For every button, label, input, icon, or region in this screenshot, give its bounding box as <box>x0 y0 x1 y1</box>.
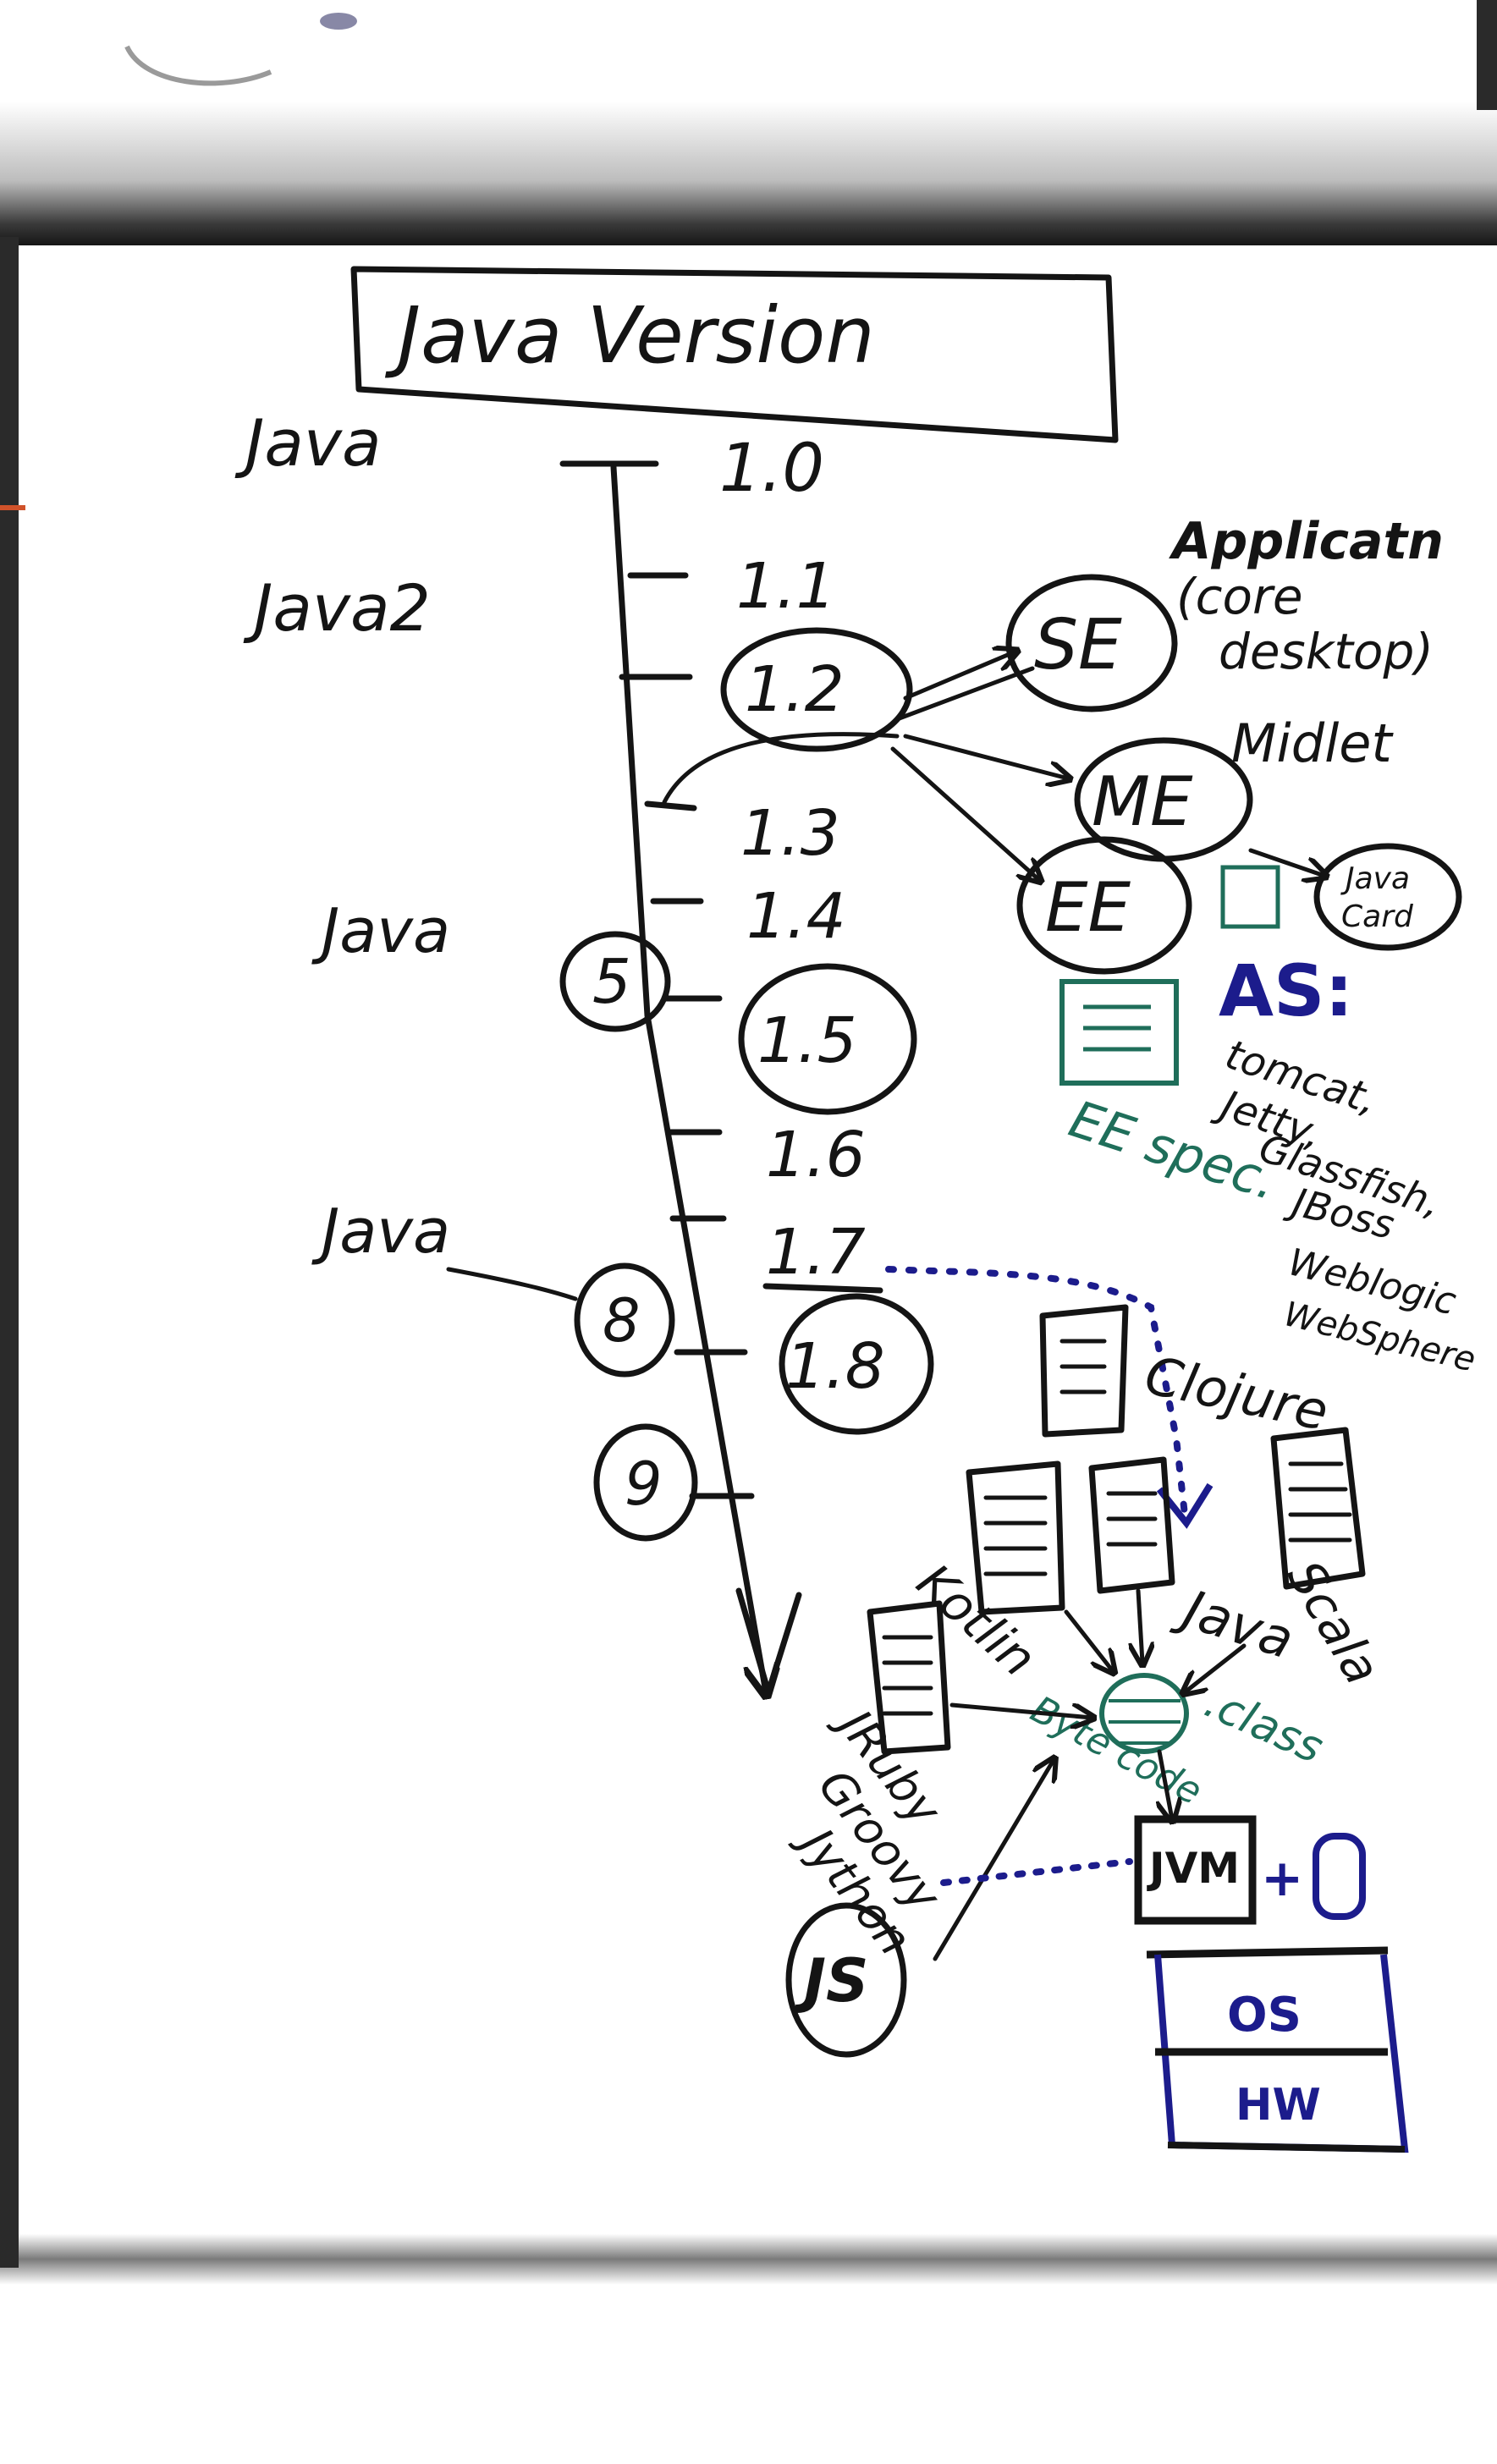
doc-icon-scala <box>1270 1427 1366 1590</box>
era-java8: Java <box>311 1196 450 1267</box>
stack-hw: HW <box>1236 2080 1321 2131</box>
note-as: AS: <box>1219 949 1353 1032</box>
version-timeline <box>559 460 900 1692</box>
svg-text:ME: ME <box>1092 762 1193 841</box>
version-1-1: 1.1 <box>736 550 836 623</box>
arrow-to-java-card <box>1248 848 1324 876</box>
doc-icon-jruby <box>867 1600 951 1755</box>
ee-spec-doc-lines <box>1083 1004 1151 1052</box>
diagram-title: Java Version <box>384 290 875 381</box>
arrow-to-se-2 <box>894 666 1035 722</box>
java-card-circle <box>1313 843 1462 951</box>
version-1-3: 1.3 <box>740 797 840 870</box>
dotted-line-to-jvm <box>940 1858 1133 1886</box>
edition-se: SE <box>1005 574 1178 712</box>
doc-icon-java <box>1088 1456 1175 1594</box>
tick-1-3 <box>644 800 697 811</box>
version-1-2: 1.2 <box>745 653 845 726</box>
arrow-to-se <box>903 652 1015 701</box>
stack-jvm: JVM <box>1147 1844 1240 1893</box>
circle-8 <box>574 1262 675 1378</box>
plus-sign: + <box>1261 1849 1303 1908</box>
note-midlet: Midlet <box>1231 712 1394 774</box>
era-java5: Java <box>311 895 450 966</box>
note-core-desktop-1: (core <box>1176 568 1303 625</box>
svg-text:EE: EE <box>1045 868 1131 947</box>
doc-icon-clojure <box>1039 1304 1129 1438</box>
circle-9 <box>593 1423 698 1542</box>
version-1-5: 1.5 <box>757 1004 857 1077</box>
arrow-kotlin-to-bytecode <box>1064 1609 1113 1671</box>
circle-5 <box>559 931 671 1032</box>
bytecode-hatch <box>1109 1699 1181 1745</box>
title-box: Java Version <box>350 266 1119 443</box>
left-edge-shadow <box>0 237 19 2268</box>
bleed-through-mark <box>320 13 357 30</box>
bottom-edge-shadow <box>0 2234 1497 2285</box>
arrow-to-me <box>903 734 1068 778</box>
version-1-2-circle <box>720 627 913 752</box>
arrow-bytecode-to-jvm <box>1159 1749 1172 1819</box>
edition-ee: EE <box>1016 836 1192 975</box>
stack-divider-3 <box>1167 2142 1406 2153</box>
note-java-card-1: Java <box>1340 861 1410 896</box>
doc-icon-kotlin <box>966 1460 1065 1615</box>
jvm-box <box>1134 1815 1257 1925</box>
java-9-number: 9 <box>625 1449 663 1519</box>
js-circle <box>785 1902 907 2058</box>
note-applications: Applicatn <box>1169 512 1444 571</box>
era-java: Java <box>234 405 382 481</box>
svg-text:SE: SE <box>1034 605 1122 685</box>
binding-shadow <box>0 102 1497 245</box>
era-java2: Java2 <box>243 570 431 646</box>
version-1-7-underline <box>762 1283 883 1294</box>
arrow-scala-to-bytecode <box>1185 1643 1247 1692</box>
version-1-8-circle <box>779 1293 934 1435</box>
version-1-8: 1.8 <box>785 1330 885 1403</box>
dotted-arrow-to-clojure <box>885 1266 1188 1518</box>
ee-spec-doc-icon <box>1059 979 1179 1086</box>
arrow-java-to-bytecode <box>1138 1588 1142 1663</box>
right-edge-shadow <box>1477 0 1497 110</box>
note-java-card-2: Card <box>1341 899 1414 934</box>
lang-js: JS <box>794 1946 868 2016</box>
version-1-4: 1.4 <box>746 880 846 953</box>
stack-os: OS <box>1227 1988 1302 2043</box>
java-8-number: 8 <box>603 1286 641 1356</box>
stack-divider-1 <box>1146 1946 1389 1959</box>
arrow-to-ee <box>890 746 1039 880</box>
arrow-js-to-bytecode <box>933 1760 1054 1961</box>
arrow-jruby-to-bytecode <box>949 1702 1092 1718</box>
version-1-0: 1.0 <box>719 431 824 507</box>
bleed-through-mark <box>124 45 272 86</box>
note-core-desktop-2: desktop) <box>1219 623 1434 680</box>
java-5-number: 5 <box>592 946 631 1017</box>
bytecode-node <box>1099 1673 1189 1754</box>
java8-connector <box>446 1267 578 1301</box>
database-icon <box>1313 1833 1366 1920</box>
runtime-stack: JVM + OS HW <box>1134 1815 1409 2153</box>
version-1-6: 1.6 <box>766 1119 866 1191</box>
midlet-doc-icon <box>1220 865 1280 929</box>
version-1-7: 1.7 <box>766 1216 866 1289</box>
version-1-5-circle <box>738 963 917 1115</box>
